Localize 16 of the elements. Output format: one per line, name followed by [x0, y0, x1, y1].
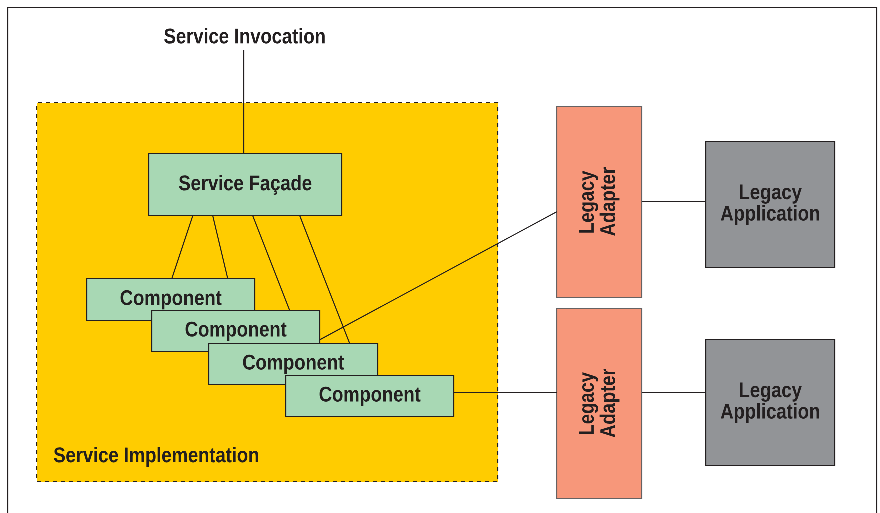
adapter-box: Legacy Adapter — [556, 308, 643, 500]
connector-line — [243, 50, 245, 154]
connector-line — [252, 216, 290, 312]
connector-line — [212, 216, 229, 280]
connector-line — [300, 216, 350, 344]
connector-line — [172, 216, 194, 280]
application-box: Legacy Application — [705, 339, 836, 467]
process-box: Component — [285, 375, 455, 418]
process-box: Service Façade — [148, 153, 343, 217]
connector-line — [642, 201, 706, 203]
adapter-box: Legacy Adapter — [556, 106, 643, 299]
application-box: Legacy Application — [705, 141, 836, 269]
connector-line — [320, 212, 558, 340]
heading-text: Service Invocation — [164, 28, 325, 44]
connector-line — [642, 392, 706, 394]
connector-line — [454, 392, 557, 394]
